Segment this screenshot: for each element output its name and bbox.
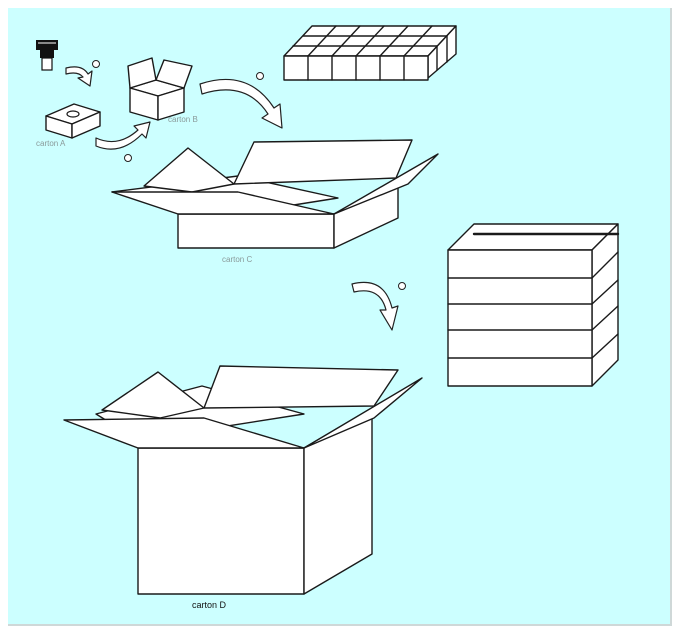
step-marker: [398, 282, 406, 290]
product-grid: [283, 25, 457, 81]
carton-d-label: carton D: [192, 600, 227, 610]
curved-arrow-icon: [351, 281, 406, 331]
step-marker: [256, 72, 264, 80]
carton-a: carton A: [36, 103, 101, 148]
curved-arrow-icon: [65, 60, 100, 87]
step-marker: [92, 60, 100, 68]
diagram-canvas: carton A carton B: [8, 8, 672, 626]
carton-b-label: carton B: [168, 115, 198, 124]
carton-a-label: carton A: [36, 139, 66, 148]
carton-d: carton D: [63, 365, 423, 610]
carton-c: carton C: [111, 139, 439, 264]
carton-stack: [447, 223, 620, 387]
carton-c-label: carton C: [222, 255, 252, 264]
step-marker: [124, 154, 132, 162]
curved-arrow-icon: [95, 121, 151, 162]
curved-arrow-icon: [199, 72, 283, 129]
carton-b: carton B: [127, 57, 198, 124]
packaging-diagram: carton A carton B: [8, 8, 670, 624]
bottle-icon: [36, 40, 58, 71]
